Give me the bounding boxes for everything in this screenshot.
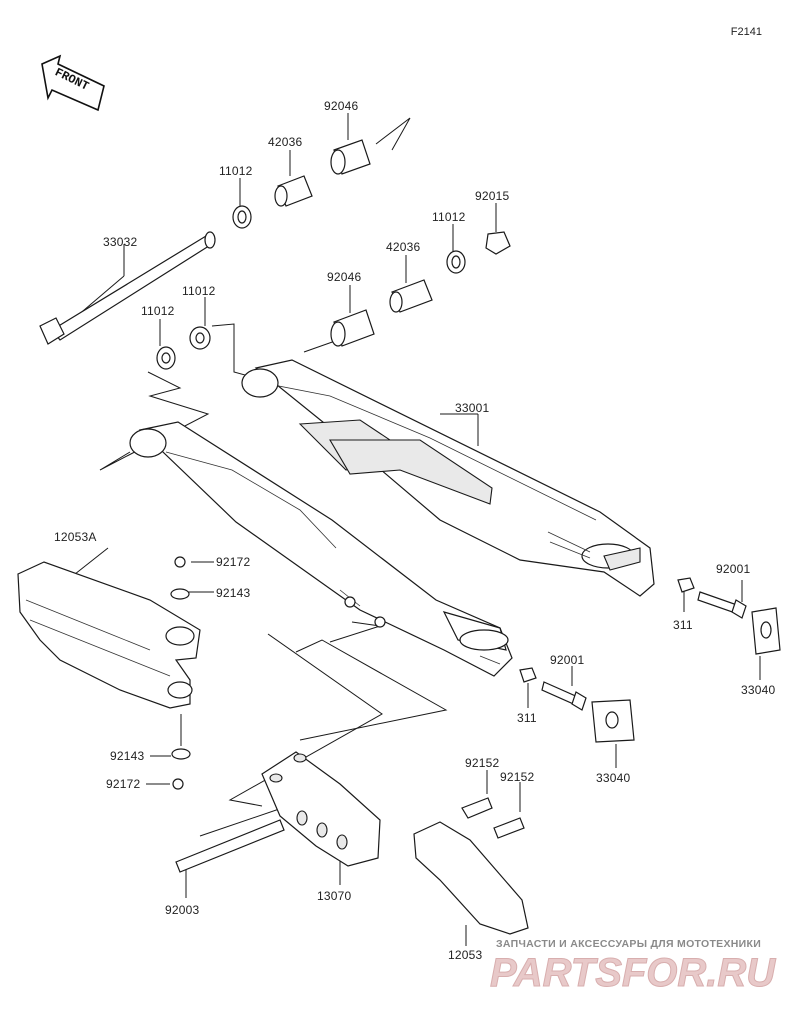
chain-slipper [17,561,201,709]
label-92152-a: 92152 [465,756,500,770]
chain-adjusters [519,577,781,743]
label-92001-mid: 92001 [550,653,585,667]
figure-id: F2141 [730,26,762,38]
chain-guide-pad [413,797,529,935]
label-13070: 13070 [317,889,352,903]
label-33001: 33001 [455,401,490,415]
label-92015: 92015 [475,189,510,203]
front-arrow-icon: FRONT [41,54,105,112]
slipper-fasteners [170,556,191,790]
watermark-logo: PARTSFOR.RU [490,951,777,996]
label-311-right: 311 [673,618,693,632]
pivot-shaft [39,231,216,345]
label-42036-mid: 42036 [386,240,421,254]
label-92001-right: 92001 [716,562,751,576]
label-92152-b: 92152 [500,770,535,784]
label-42036-top: 42036 [268,135,303,149]
label-92143-bot: 92143 [110,749,145,763]
label-92172-top: 92172 [216,555,251,569]
label-33032: 33032 [103,235,138,249]
label-11012-right: 11012 [432,210,466,224]
label-311-mid: 311 [517,711,537,725]
label-11012-mid: 11012 [182,284,216,298]
label-92172-bot: 92172 [106,777,141,791]
swingarm [129,359,655,677]
chain-guide [175,751,381,873]
label-92046-mid: 92046 [327,270,362,284]
leader-lines [69,113,761,946]
watermark-caption: ЗАПЧАСТИ И АКСЕССУАРЫ ДЛЯ МОТОТЕХНИКИ [496,938,762,950]
label-92046-top: 92046 [324,99,359,113]
label-92003: 92003 [165,903,200,917]
label-11012-left: 11012 [141,304,175,318]
label-92143-top: 92143 [216,586,251,600]
label-33040-mid: 33040 [596,771,631,785]
label-33040-right: 33040 [741,683,776,697]
label-12053: 12053 [448,948,483,962]
label-11012-top: 11012 [219,164,253,178]
bushings [156,139,511,370]
watermark-logo-text: PARTSFOR.RU [490,951,776,995]
label-12053A: 12053A [54,530,97,544]
